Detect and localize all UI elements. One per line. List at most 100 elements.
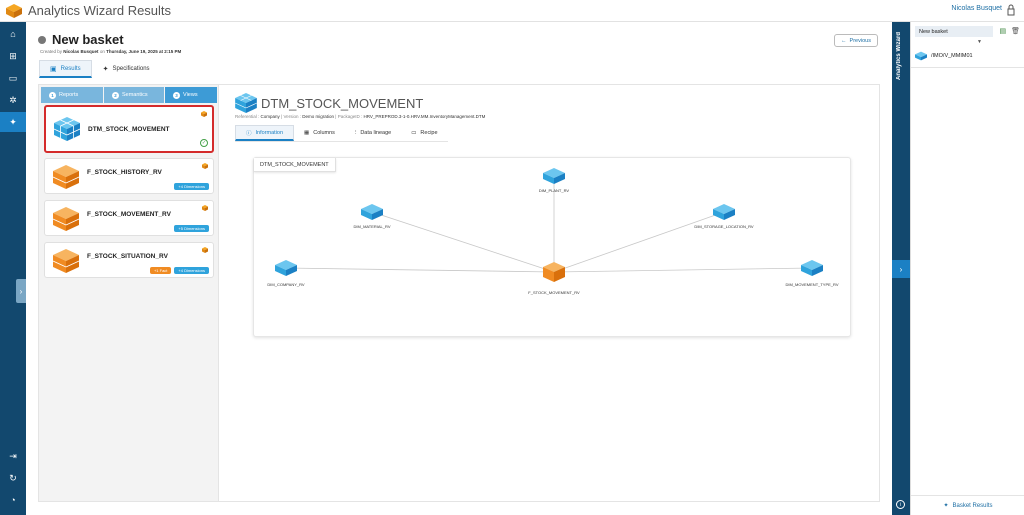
table-icon: ▦	[304, 130, 310, 136]
page-header: New basket Created by Nicolas Busquet on…	[38, 32, 181, 54]
diagram-canvas	[275, 168, 823, 282]
datamart-cube-icon	[54, 117, 80, 141]
edge-movement-type	[553, 267, 813, 273]
diagram-title: DTM_STOCK_MOVEMENT	[254, 158, 336, 172]
step-reports[interactable]: 1 Reports	[41, 87, 103, 103]
tab-results[interactable]: ▣ Results	[39, 60, 92, 78]
star-schema-diagram: DTM_STOCK_MOVEMENT	[253, 157, 851, 337]
view-card-name: F_STOCK_HISTORY_RV	[87, 169, 162, 176]
basket-actions: ▤ 🗑	[994, 27, 1020, 35]
view-type-icon	[202, 247, 208, 253]
arrow-left-icon: ←	[841, 37, 847, 44]
datamart-cube-icon	[915, 51, 927, 61]
basket-title: New basket	[52, 32, 124, 47]
recipe-icon: ▭	[411, 130, 417, 136]
monitor-icon[interactable]: ▭	[8, 72, 18, 83]
edge-storage	[553, 211, 725, 273]
basket-item[interactable]: /IMO/V_MMIM01	[915, 51, 973, 61]
view-type-icon	[202, 163, 208, 169]
selected-check-icon: ✓	[200, 139, 208, 147]
view-type-icon	[202, 205, 208, 211]
fact-cube-icon	[53, 165, 79, 189]
dimension-node-icon	[275, 168, 823, 276]
node-label[interactable]: DIM_PLANT_RV	[538, 188, 570, 193]
view-detail: DTM_STOCK_MOVEMENT Referential : Company…	[221, 85, 879, 501]
tab-data-lineage[interactable]: ⫶ Data lineage	[354, 129, 392, 137]
analytics-wizard-icon[interactable]: ✦	[0, 112, 26, 132]
expand-panel-button[interactable]: ›	[16, 279, 26, 303]
refresh-icon[interactable]: ↻	[9, 472, 17, 483]
sparkle-icon: ✦	[102, 66, 109, 73]
tab-recipe[interactable]: ▭ Recipe	[411, 130, 438, 136]
help-icon[interactable]: ◔	[10, 495, 16, 505]
node-label[interactable]: DIM_MOVEMENT_TYPE_RV	[785, 282, 839, 287]
divider	[911, 67, 1024, 68]
chevron-down-icon[interactable]: ▼	[977, 39, 982, 45]
node-label[interactable]: DIM_STORAGE_LOCATION_RV	[694, 224, 754, 229]
fact-badge: +1 Fact	[149, 267, 172, 274]
results-content: 1 Reports 2 Semantics 3 Views	[38, 84, 880, 502]
datamart-cube-icon	[235, 93, 257, 113]
basket-panel-body: New basket ▼ ▤ 🗑 /IMO/V_MMIM01 ✦ Basket …	[910, 22, 1024, 515]
main-tabs: ▣ Results ✦ Specifications	[39, 60, 161, 78]
home-icon[interactable]: ⌂	[10, 29, 16, 39]
delete-icon[interactable]: 🗑	[1011, 28, 1020, 35]
basket-panel-strip: Analytics Wizard › i	[892, 22, 910, 515]
node-label[interactable]: DIM_MATERIAL_RV	[353, 224, 391, 229]
edge-material	[371, 211, 555, 273]
left-navigation: ⌂ ⊞ ▭ ✲ ✦ ⇥ ↻ ◔ ›	[0, 22, 26, 515]
results-icon: ▣	[50, 65, 57, 73]
view-card-name: DTM_STOCK_MOVEMENT	[88, 126, 170, 133]
view-card-tags: +1 Fact +4 Dimensions	[147, 267, 209, 274]
view-card-tags: +4 Dimensions	[171, 183, 209, 190]
status-dot	[38, 35, 46, 44]
tab-specifications[interactable]: ✦ Specifications	[102, 66, 150, 73]
view-card[interactable]: F_STOCK_HISTORY_RV +4 Dimensions	[44, 158, 214, 194]
view-card-name: F_STOCK_SITUATION_RV	[87, 253, 168, 260]
dimensions-badge: +4 Dimensions	[174, 183, 209, 190]
view-card[interactable]: F_STOCK_MOVEMENT_RV +5 Dimensions	[44, 200, 214, 236]
tab-columns[interactable]: ▦ Columns	[304, 130, 335, 136]
created-info: Created by Nicolas Busquet on Thursday, …	[40, 49, 182, 54]
lineage-icon: ⫶	[354, 129, 357, 136]
dimensions-badge: +5 Dimensions	[174, 225, 209, 232]
info-icon[interactable]: i	[896, 500, 905, 509]
fact-cube-icon	[53, 249, 79, 273]
fact-node-icon	[543, 262, 565, 282]
page-title: New basket	[38, 32, 181, 47]
view-metadata: Referential : Company | Version : Demo m…	[235, 114, 486, 119]
fact-cube-icon	[53, 207, 79, 231]
edge-company	[285, 267, 555, 273]
basket-select[interactable]: New basket	[915, 26, 993, 37]
previous-button[interactable]: ← Previous	[834, 34, 878, 47]
user-name[interactable]: Nicolas Busquet	[951, 5, 1002, 12]
view-type-icon	[201, 111, 207, 117]
step-views[interactable]: 3 Views	[165, 87, 217, 103]
export-excel-icon[interactable]: ▤	[999, 28, 1007, 35]
sparkle-icon: ✦	[943, 503, 949, 509]
basket-panel: Analytics Wizard › i New basket ▼ ▤ 🗑 /I…	[892, 22, 1024, 515]
expand-right-button[interactable]: ›	[892, 260, 910, 278]
panel-vertical-title: Analytics Wizard	[896, 32, 902, 80]
import-icon[interactable]: ⇥	[9, 450, 17, 461]
detail-tabs: ⓘ Information ▦ Columns ⫶ Data lineage ▭…	[235, 125, 448, 142]
logout-icon[interactable]	[1006, 4, 1016, 16]
view-card-name: F_STOCK_MOVEMENT_RV	[87, 211, 171, 218]
app-title: Analytics Wizard Results	[28, 3, 172, 18]
view-card-selected[interactable]: DTM_STOCK_MOVEMENT ✓	[44, 105, 214, 153]
view-title: DTM_STOCK_MOVEMENT	[235, 93, 423, 113]
network-icon[interactable]: ✲	[9, 94, 17, 105]
step-semantics[interactable]: 2 Semantics	[104, 87, 164, 103]
tab-information[interactable]: ⓘ Information	[235, 125, 295, 141]
node-label[interactable]: DIM_COMPANY_RV	[267, 282, 305, 287]
main-area: New basket Created by Nicolas Busquet on…	[26, 22, 892, 515]
basket-results-button[interactable]: ✦ Basket Results	[911, 495, 1024, 515]
views-list-panel: 1 Reports 2 Semantics 3 Views	[39, 85, 219, 501]
view-card-tags: +5 Dimensions	[171, 225, 209, 232]
center-node-label[interactable]: F_STOCK_MOVEMENT_RV	[528, 290, 580, 295]
view-card[interactable]: F_STOCK_SITUATION_RV +1 Fact +4 Dimensio…	[44, 242, 214, 278]
app-logo-icon	[6, 3, 22, 18]
dimensions-badge: +4 Dimensions	[174, 267, 209, 274]
info-icon: ⓘ	[246, 130, 252, 137]
search-results-icon[interactable]: ⊞	[9, 50, 17, 61]
